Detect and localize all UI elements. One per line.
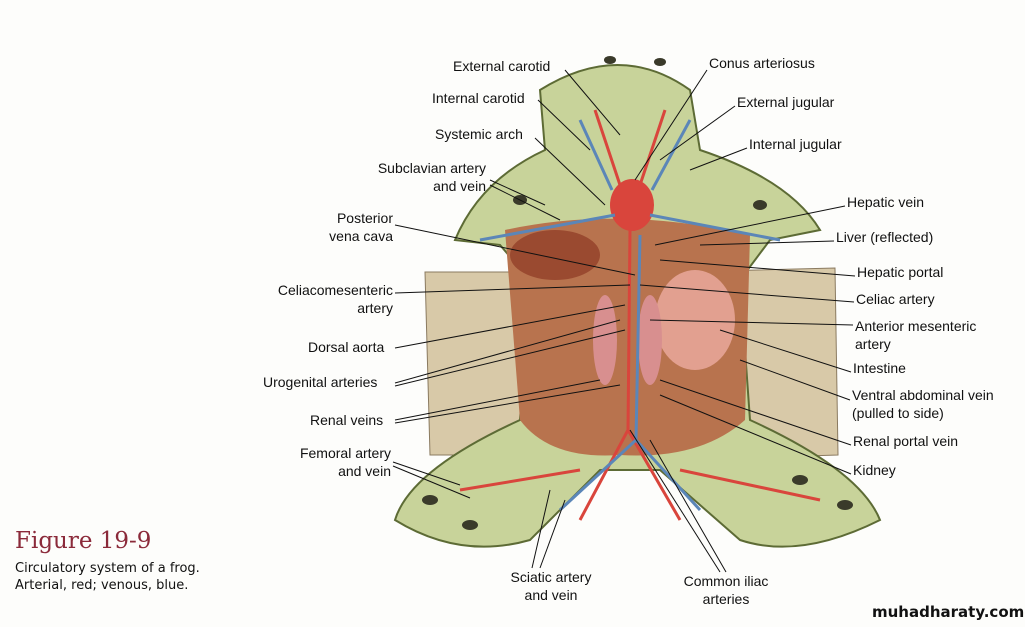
subclavian xyxy=(479,213,781,242)
label-posterior-vena-cava-line2: vena cava xyxy=(329,228,393,244)
intestine xyxy=(655,270,735,370)
figure-title: Figure 19-9 xyxy=(15,528,152,554)
watermark: muhadharaty.com xyxy=(872,603,1025,621)
figure-caption-line1: Circulatory system of a frog. xyxy=(15,561,200,576)
label-sciatic-line2: and vein xyxy=(524,587,578,603)
label-renal-portal-vein: Renal portal vein xyxy=(853,433,959,449)
label-urogenital-arteries: Urogenital arteries xyxy=(263,374,378,390)
label-subclavian-line2: and vein xyxy=(433,178,486,194)
label-anterior-mesenteric-line2: artery xyxy=(855,336,891,352)
kidney-left xyxy=(593,295,617,385)
label-sciatic: Sciatic artery and vein xyxy=(491,568,611,604)
figure-caption: Circulatory system of a frog. Arterial, … xyxy=(15,560,200,594)
label-posterior-vena-cava: Posterior vena cava xyxy=(293,209,393,245)
figure-caption-line2: Arterial, red; venous, blue. xyxy=(15,578,189,593)
label-femoral-line2: and vein xyxy=(338,463,391,479)
label-celiacomesenteric: Celiacomesenteric artery xyxy=(243,281,393,317)
label-systemic-arch: Systemic arch xyxy=(435,126,523,142)
label-renal-veins: Renal veins xyxy=(310,412,384,428)
label-anterior-mesenteric: Anterior mesenteric artery xyxy=(855,317,976,353)
label-ventral-abdominal-line2: (pulled to side) xyxy=(852,405,944,421)
liver xyxy=(510,230,600,280)
label-kidney: Kidney xyxy=(853,462,896,478)
label-conus-arteriosus: Conus arteriosus xyxy=(709,55,815,71)
label-hepatic-vein: Hepatic vein xyxy=(847,194,925,210)
label-dorsal-aorta: Dorsal aorta xyxy=(308,339,385,355)
label-ventral-abdominal-line1: Ventral abdominal vein xyxy=(852,387,994,403)
label-subclavian: Subclavian artery and vein xyxy=(360,159,486,195)
jugular xyxy=(578,119,692,191)
label-celiacomesenteric-line2: artery xyxy=(357,300,393,316)
femoral xyxy=(459,468,821,502)
label-posterior-vena-cava-line1: Posterior xyxy=(336,210,393,226)
label-external-jugular: External jugular xyxy=(737,94,835,110)
label-celiac-artery: Celiac artery xyxy=(856,291,935,307)
label-liver: Liver (reflected) xyxy=(836,229,934,245)
label-subclavian-line1: Subclavian artery xyxy=(377,160,486,176)
label-internal-carotid: Internal carotid xyxy=(432,90,525,106)
label-ventral-abdominal-vein: Ventral abdominal vein (pulled to side) xyxy=(852,386,994,422)
dorsal-aorta xyxy=(578,229,682,521)
label-anterior-mesenteric-line1: Anterior mesenteric xyxy=(855,318,977,334)
label-hepatic-portal: Hepatic portal xyxy=(857,264,944,280)
label-common-iliac-line2: arteries xyxy=(702,591,750,607)
label-femoral-line1: Femoral artery xyxy=(299,445,391,461)
heart xyxy=(610,179,654,231)
label-external-carotid: External carotid xyxy=(453,58,551,74)
carotid xyxy=(593,109,667,186)
label-sciatic-line1: Sciatic artery xyxy=(510,569,592,585)
label-intestine: Intestine xyxy=(853,360,906,376)
label-internal-jugular: Internal jugular xyxy=(749,136,842,152)
label-celiacomesenteric-line1: Celiacomesenteric xyxy=(277,282,393,298)
label-common-iliac: Common iliac arteries xyxy=(666,572,786,608)
label-femoral: Femoral artery and vein xyxy=(271,444,391,480)
kidney-right xyxy=(638,295,662,385)
label-common-iliac-line1: Common iliac xyxy=(683,573,769,589)
leader-lines xyxy=(392,69,856,573)
